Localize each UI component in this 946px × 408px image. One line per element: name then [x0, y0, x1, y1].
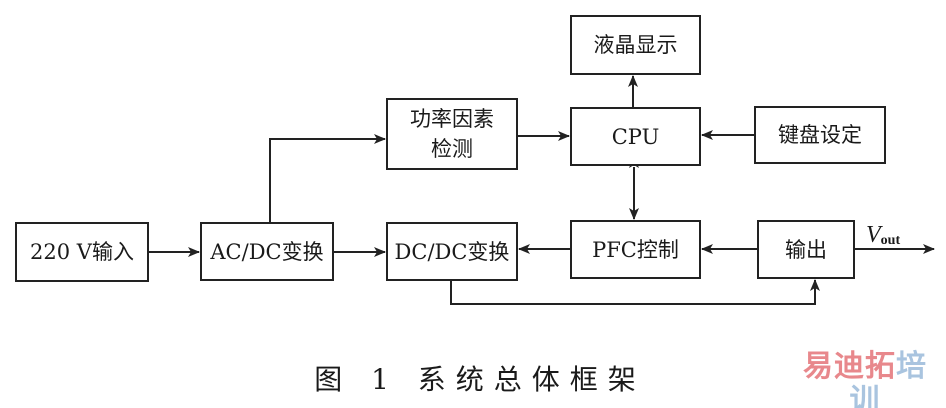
block-power-factor-detection-label-2: 检测	[431, 137, 473, 161]
block-dcdc-conversion-label: DC/DC变换	[394, 239, 510, 264]
watermark-title-blue: 培训	[849, 349, 927, 408]
block-cpu-label: CPU	[611, 124, 660, 149]
block-output-label: 输出	[785, 237, 827, 262]
block-lcd-display-label: 液晶显示	[593, 33, 678, 57]
block-220v-input: 220 V输入	[15, 222, 149, 282]
arrow-acdc-to-pf-detect	[269, 134, 386, 222]
arrow-dcdc-to-output	[450, 279, 820, 305]
block-keyboard-setting: 键盘设定	[754, 106, 886, 164]
block-keyboard-setting-label: 键盘设定	[778, 123, 862, 147]
block-acdc-conversion: AC/DC变换	[200, 222, 334, 281]
vout-label: Vout	[866, 222, 900, 249]
block-lcd-display: 液晶显示	[570, 15, 701, 75]
block-output: 输出	[757, 220, 855, 279]
figure-caption: 图 1 系统总体框架	[314, 363, 646, 396]
block-dcdc-conversion: DC/DC变换	[386, 222, 518, 281]
watermark: 易迪拓培训 射频和天线设计专家	[790, 350, 940, 408]
block-pfc-control: PFC控制	[570, 220, 701, 279]
block-acdc-conversion-label: AC/DC变换	[210, 239, 324, 264]
block-power-factor-detection-label-1: 功率因素	[410, 107, 494, 131]
vout-subscript: out	[880, 233, 901, 248]
block-pfc-control-label: PFC控制	[592, 237, 679, 262]
block-power-factor-detection: 功率因素 检测	[386, 98, 518, 170]
block-220v-input-label: 220 V输入	[30, 240, 134, 264]
block-cpu: CPU	[570, 107, 701, 166]
watermark-title-red: 易迪拓	[803, 349, 896, 384]
vout-symbol: V	[866, 222, 881, 248]
